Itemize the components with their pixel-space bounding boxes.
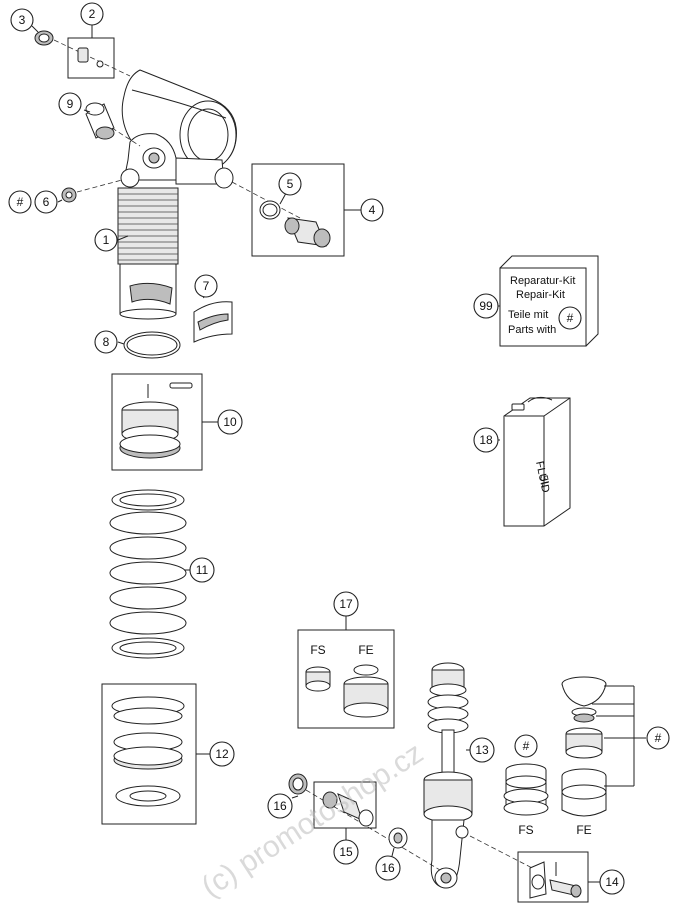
svg-text:14: 14 [605, 875, 619, 889]
svg-text:10: 10 [223, 415, 237, 429]
svg-text:8: 8 [103, 335, 110, 349]
repair-kit-line-4: Parts with [508, 324, 556, 336]
callout-2: 2 [80, 2, 104, 26]
callout-12: 12 [209, 741, 235, 767]
fe-bracket [592, 685, 646, 787]
callout-15: 15 [333, 839, 359, 865]
part-4-valve [284, 217, 331, 248]
part-15-frame [313, 781, 377, 829]
callout-9: 9 [58, 92, 82, 116]
callout-18: 18 [473, 427, 499, 453]
part-17-fe-piston [343, 664, 389, 718]
leader-lines [31, 25, 500, 857]
variant-fs-label-bottom: FS [518, 823, 533, 837]
svg-text:18: 18 [479, 433, 493, 447]
shock-body [117, 187, 179, 320]
svg-text:2: 2 [89, 7, 96, 21]
part-2-valve [77, 47, 104, 68]
part-8-circlip [123, 331, 181, 359]
svg-text:3: 3 [19, 13, 26, 27]
callout-13: 13 [469, 737, 495, 763]
fluid-label-line-2: 5L [537, 474, 551, 488]
svg-text:5: 5 [287, 177, 294, 191]
svg-text:99: 99 [479, 299, 493, 313]
svg-text:12: 12 [215, 747, 229, 761]
callout-hash-fe: # [646, 726, 670, 750]
svg-text:1: 1 [103, 233, 110, 247]
part-14-frame [517, 851, 589, 903]
callout-16-lower: 16 [375, 855, 401, 881]
part-15-bushing-set [322, 791, 374, 827]
part-11-spring [109, 489, 187, 659]
callout-3: 3 [10, 8, 34, 32]
svg-text:4: 4 [369, 203, 376, 217]
part-13-damper-rod [423, 662, 473, 889]
part-16-seal-upper [288, 773, 308, 795]
repair-kit-line-1: Reparatur-Kit [510, 275, 575, 287]
callout-hash-fs: # [514, 734, 538, 758]
svg-text:6: 6 [43, 195, 50, 209]
svg-text:#: # [17, 195, 24, 209]
callout-1: 1 [94, 228, 118, 252]
callout-10: 10 [217, 409, 243, 435]
svg-text:#: # [523, 739, 530, 753]
part-3-cap [34, 30, 54, 46]
svg-text:16: 16 [273, 799, 287, 813]
callout-hash-6: # [8, 190, 32, 214]
variant-fe-label-box: FE [358, 643, 373, 657]
svg-text:17: 17 [339, 597, 353, 611]
callout-6: 6 [34, 190, 58, 214]
callout-99: 99 [473, 293, 499, 319]
svg-text:#: # [655, 731, 662, 745]
svg-text:15: 15 [339, 845, 353, 859]
part-14-adjuster [529, 861, 582, 899]
part-10-adjuster-ring [119, 382, 193, 459]
part-9-bushing [85, 102, 115, 140]
callout-11: 11 [189, 557, 215, 583]
part-16-seal-lower [388, 827, 408, 849]
svg-text:7: 7 [203, 279, 210, 293]
fs-valve-stack [503, 763, 549, 816]
callout-16-upper: 16 [267, 793, 293, 819]
svg-text:13: 13 [475, 743, 489, 757]
part-17-fs-piston [305, 666, 331, 692]
repair-kit-line-2: Repair-Kit [516, 289, 565, 301]
callout-17: 17 [333, 591, 359, 617]
callout-5: 5 [278, 172, 302, 196]
repair-kit-box: Reparatur-Kit Repair-Kit Teile mit Parts… [499, 255, 599, 347]
callout-7: 7 [194, 274, 218, 298]
part-5-oring [259, 200, 281, 220]
variant-fs-label-box: FS [310, 643, 325, 657]
callout-14: 14 [599, 869, 625, 895]
svg-text:9: 9 [67, 97, 74, 111]
part-2-frame [67, 37, 115, 79]
variant-fe-label-bottom: FE [576, 823, 591, 837]
part-7-sticker [193, 301, 233, 343]
svg-text:11: 11 [196, 563, 209, 577]
repair-kit-hash: # [567, 311, 574, 325]
upper-mount [120, 133, 234, 189]
fe-valve-stack [561, 676, 607, 817]
part-6-screw [61, 187, 77, 203]
callout-4: 4 [360, 198, 384, 222]
fluid-can: FLUID 5L [503, 396, 571, 527]
svg-text:16: 16 [381, 861, 395, 875]
callout-8: 8 [94, 330, 118, 354]
part-12-spring-seat [111, 696, 185, 807]
repair-kit-line-3: Teile mit [508, 309, 548, 321]
